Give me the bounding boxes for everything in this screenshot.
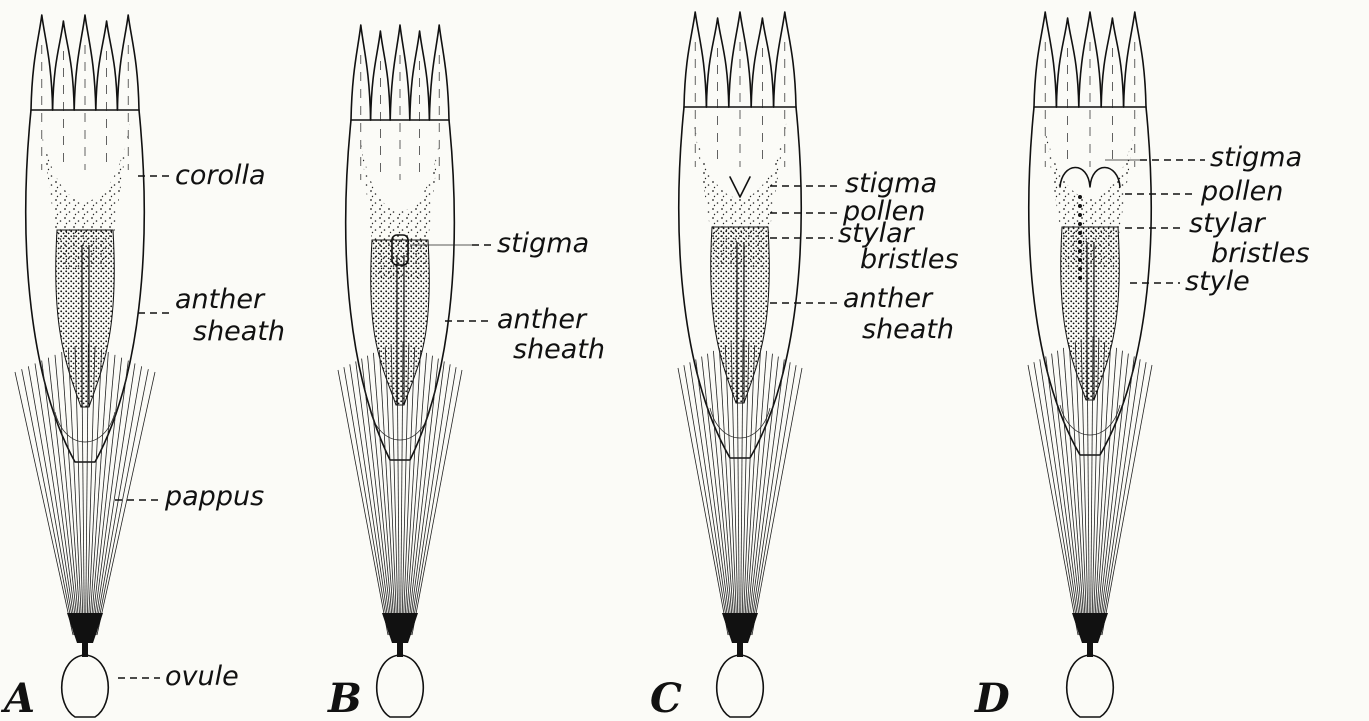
label-stylar-bristles-top: stylar	[1189, 208, 1267, 239]
pollen-grain	[1078, 222, 1082, 226]
pollen-grain	[1078, 231, 1082, 235]
anther-sheath	[1061, 227, 1120, 400]
pollen-grain	[1078, 240, 1082, 244]
ovule	[717, 655, 764, 717]
anther-sheath	[56, 230, 115, 407]
ovule	[377, 655, 424, 717]
pappus-bristle	[1046, 356, 1082, 635]
label-anther-sheath-bottom: sheath	[862, 314, 954, 345]
pappus-bristle	[678, 368, 728, 635]
pappus-bristle	[368, 356, 394, 635]
floret-c	[678, 12, 802, 717]
stigma-tip	[730, 177, 750, 197]
pollen-grain	[1078, 276, 1082, 280]
figure-a: corolla anther sheath pappus ovule A	[0, 160, 285, 721]
pappus-bristle	[409, 361, 445, 635]
label-stigma: stigma	[497, 228, 589, 259]
label-pappus: pappus	[164, 481, 264, 512]
corolla-lobe	[706, 18, 728, 107]
corolla-lobe	[1056, 18, 1078, 107]
floret-b	[338, 25, 462, 717]
label-anther-sheath-bottom: sheath	[193, 316, 285, 347]
anther-sheath	[711, 227, 770, 403]
figure-letter-c: C	[650, 675, 682, 721]
pappus-bristle	[1099, 356, 1135, 635]
corolla-lobe	[371, 31, 391, 120]
floret-d	[1028, 12, 1152, 717]
floret-a	[15, 15, 155, 717]
pollen-grain	[1078, 204, 1082, 208]
pappus-bristle	[338, 370, 388, 635]
pappus-bristle	[696, 359, 732, 635]
pappus-base	[67, 613, 103, 643]
label-stigma: stigma	[1210, 142, 1302, 173]
ovule	[62, 655, 109, 717]
label-stylar-bristles-bottom: bristles	[1211, 238, 1310, 269]
corolla-base	[55, 412, 115, 442]
label-style: style	[1185, 266, 1250, 297]
figure-c: stigma pollen stylar bristles anther she…	[650, 168, 959, 721]
label-stylar-bristles-bottom: bristles	[860, 244, 959, 275]
pollen-grain	[1078, 249, 1082, 253]
label-anther-sheath-top: anther	[843, 283, 934, 314]
ovule	[1067, 655, 1114, 717]
pappus-bristle	[752, 368, 802, 635]
label-corolla: corolla	[175, 160, 266, 191]
figure-letter-a: A	[0, 675, 35, 721]
pappus-bristle	[1096, 351, 1122, 635]
figure-d: stigma pollen stylar bristles style D	[974, 142, 1310, 721]
pappus-bristle	[406, 356, 432, 635]
label-ovule: ovule	[165, 661, 239, 692]
pappus-bristle	[412, 370, 462, 635]
pappus-bristle	[35, 363, 76, 635]
pollen-grain	[1078, 195, 1082, 199]
pappus-base	[722, 613, 758, 643]
corolla-lobe	[96, 21, 118, 110]
label-anther-sheath-bottom: sheath	[513, 334, 605, 365]
pappus-bristle	[708, 354, 734, 635]
corolla-lobe	[751, 18, 773, 107]
pappus-base	[1072, 613, 1108, 643]
figure-letter-d: D	[974, 675, 1010, 721]
pappus-bristle	[356, 361, 392, 635]
pappus-bristle	[1102, 365, 1152, 635]
corolla-lobe	[53, 21, 75, 110]
label-stigma: stigma	[845, 168, 937, 199]
stigma-branches	[1060, 167, 1120, 187]
pappus-base	[382, 613, 418, 643]
pappus-bristle	[94, 363, 135, 635]
label-anther-sheath-top: anther	[175, 284, 266, 315]
pappus-bristle	[1028, 365, 1078, 635]
pappus-bristle	[746, 354, 772, 635]
figure-b: stigma anther sheath B	[327, 228, 605, 721]
corolla-lobe	[410, 31, 430, 120]
label-anther-sheath-top: anther	[497, 304, 588, 335]
pollen-grain	[1078, 213, 1082, 217]
pappus-bristle	[1058, 351, 1084, 635]
pollen-grain	[1078, 258, 1082, 262]
label-pollen: pollen	[1200, 176, 1283, 207]
pollen-grain	[1078, 267, 1082, 271]
corolla-lobe	[1101, 18, 1123, 107]
pappus-bristle	[749, 359, 785, 635]
figure-letter-b: B	[327, 675, 362, 721]
